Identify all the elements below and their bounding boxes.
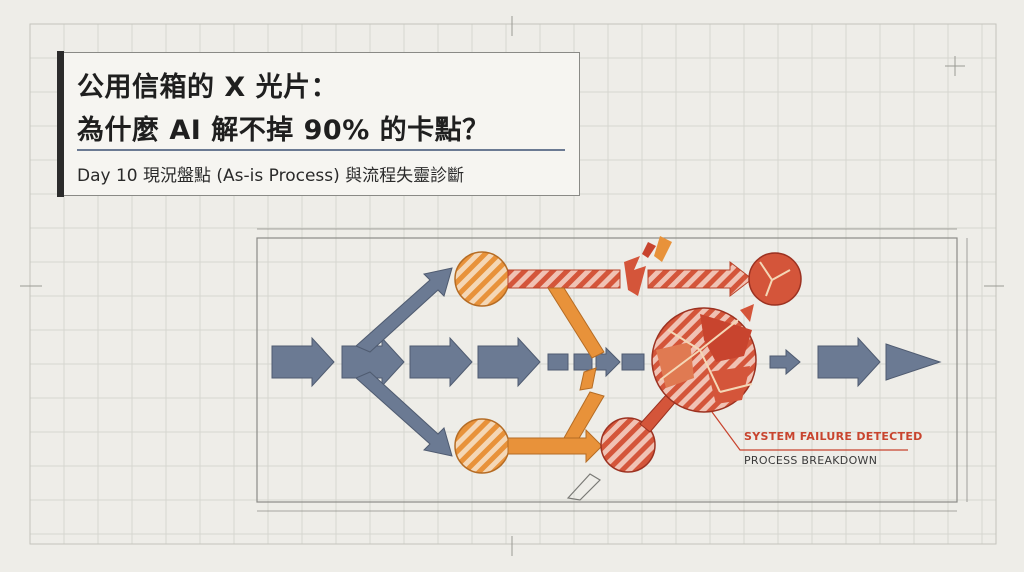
broken-segment-1 <box>547 353 569 371</box>
title-line-2: 為什麼 AI 解不掉 90% 的卡點？ <box>77 115 490 146</box>
lower-arrow <box>507 428 603 464</box>
upper-branch <box>454 251 802 307</box>
process-step-4 <box>477 336 541 388</box>
upper-node-crack <box>759 261 791 297</box>
failure-label: SYSTEM FAILURE DETECTED <box>744 430 923 443</box>
broken-segment-2 <box>573 353 593 371</box>
failure-core-fragment-2 <box>708 366 750 404</box>
process-step-2 <box>341 336 405 388</box>
process-step-1 <box>271 336 335 388</box>
falling-shard-1 <box>654 236 672 262</box>
central-failure-burst <box>642 236 908 451</box>
conduit-down <box>547 287 605 359</box>
process-step-3 <box>409 336 473 388</box>
broken-arrow <box>595 346 621 378</box>
upper-arrow-continued <box>647 260 753 298</box>
process-end-arrow <box>885 343 942 381</box>
conduit-shard <box>579 367 597 391</box>
upper-crack-shard <box>624 256 646 296</box>
falling-shard-2 <box>642 242 656 258</box>
lower-decision-node <box>454 418 510 474</box>
main-process-flow <box>271 336 942 388</box>
orange-conduits <box>547 287 605 441</box>
lower-crack-shard <box>566 473 601 501</box>
branch-arrows <box>355 267 453 457</box>
title-card: 公用信箱的 X 光片： 為什麼 AI 解不掉 90% 的卡點？ Day 10 現… <box>57 51 580 197</box>
conduit-up <box>563 391 605 441</box>
branch-down <box>355 371 453 457</box>
title-accent-bar <box>57 51 64 197</box>
branch-up <box>355 267 453 353</box>
upper-decision-node <box>454 251 510 307</box>
failure-core-fragment-1 <box>700 314 752 362</box>
upper-striped-arrow <box>507 269 621 289</box>
process-step-5 <box>817 336 881 388</box>
subtitle: Day 10 現況盤點 (As-is Process) 與流程失靈診斷 <box>77 166 465 186</box>
post-failure-arrow <box>769 348 801 376</box>
lower-failure-node <box>600 417 656 473</box>
failure-cracks <box>659 319 753 393</box>
title-divider <box>77 149 565 151</box>
diagram-frame <box>256 228 968 512</box>
falling-shard-3 <box>740 304 754 322</box>
failure-leader-line <box>711 411 908 451</box>
title-line-1: 公用信箱的 X 光片： <box>77 72 339 103</box>
broken-segment-3 <box>621 353 645 371</box>
failure-sublabel: PROCESS BREAKDOWN <box>744 454 878 467</box>
